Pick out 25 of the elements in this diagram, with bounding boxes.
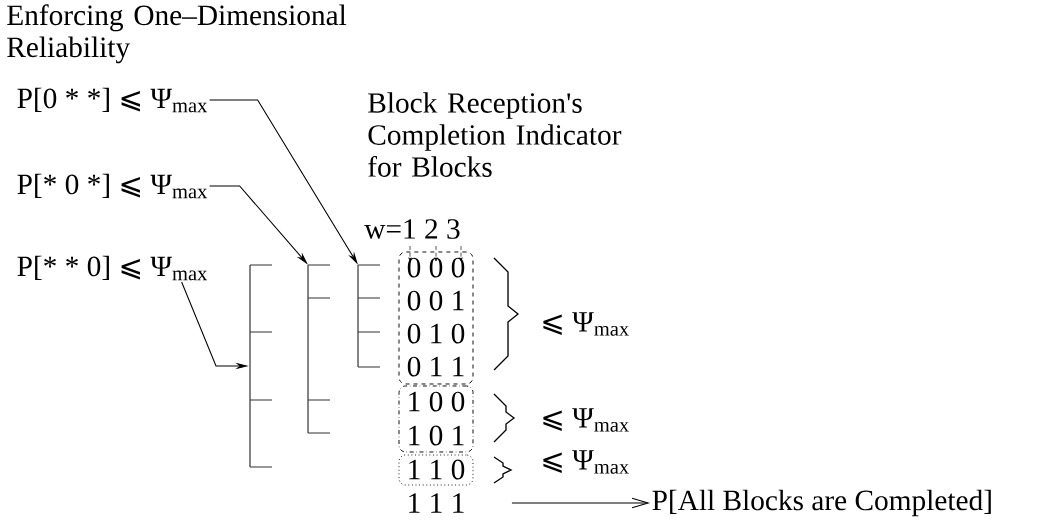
tree-bracket bbox=[249, 264, 273, 468]
probability-label: P[* * 0] ⩽ Ψ$_{max}$ bbox=[17, 255, 208, 281]
bit-row: 1 0 0 bbox=[409, 391, 465, 412]
tree-bracket bbox=[357, 264, 381, 368]
bit-row: 0 0 0 bbox=[407, 257, 465, 278]
column-label: w=1 2 3 bbox=[364, 219, 460, 239]
probability-label: P[All Blocks are Completed] bbox=[652, 489, 991, 517]
tree-bracket bbox=[307, 264, 331, 434]
bound-label: ⩽ Ψ$_{max}$ bbox=[543, 312, 629, 336]
group-box bbox=[398, 385, 474, 453]
arrow bbox=[511, 497, 650, 509]
bit-row: 0 1 1 bbox=[407, 356, 464, 377]
group-box bbox=[398, 251, 474, 385]
bit-row: 1 1 0 bbox=[409, 459, 465, 480]
title: Enforcing One–Dimensional Reliability bbox=[7, 4, 347, 64]
bit-row: 0 1 0 bbox=[407, 323, 465, 344]
probability-label: P[* 0 *] ⩽ Ψ$_{max}$ bbox=[17, 173, 208, 199]
bit-row: 1 0 1 bbox=[409, 425, 464, 446]
probability-label: P[0 * *] ⩽ Ψ$_{max}$ bbox=[17, 87, 208, 113]
bit-row: 1 1 1 bbox=[409, 493, 464, 513]
bound-label: ⩽ Ψ$_{max}$ bbox=[543, 408, 629, 432]
group-box bbox=[398, 454, 474, 486]
bound-label: ⩽ Ψ$_{max}$ bbox=[543, 450, 629, 474]
heading-label: Block Reception's Completion Indicator for Blocks bbox=[368, 92, 622, 177]
bit-row: 0 0 1 bbox=[407, 290, 464, 311]
